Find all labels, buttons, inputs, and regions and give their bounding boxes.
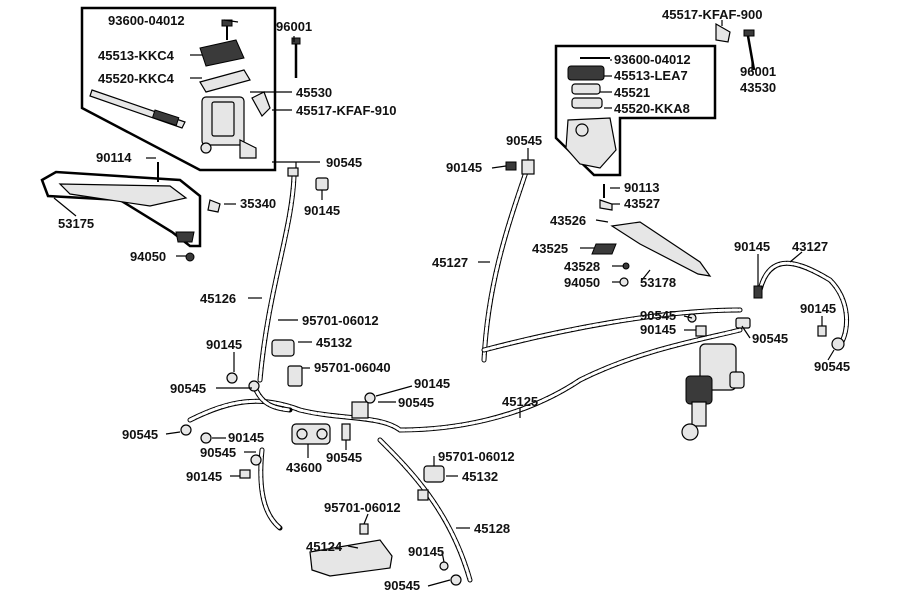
part-label: 45521 xyxy=(614,85,650,100)
part-label: 53178 xyxy=(640,275,676,290)
hardware-parts xyxy=(180,159,845,586)
part-label: 90545 xyxy=(122,427,158,442)
part-label: 43526 xyxy=(550,213,586,228)
part-label: 45520-KKC4 xyxy=(98,71,175,86)
part-label: 94050 xyxy=(130,249,166,264)
part-label: 45132 xyxy=(316,335,352,350)
part-label: 93600-04012 xyxy=(108,13,185,28)
brake-hoses xyxy=(187,169,850,583)
part-label: 45124 xyxy=(306,539,343,554)
part-label: 45520-KKA8 xyxy=(614,101,690,116)
part-label: 94050 xyxy=(564,275,600,290)
part-labels: 93600-04012 96001 45513-KKC4 45520-KKC4 … xyxy=(58,7,850,593)
part-label: 90114 xyxy=(96,150,132,165)
part-label: 43525 xyxy=(532,241,568,256)
part-label: 90145 xyxy=(640,322,676,337)
part-label: 43127 xyxy=(792,239,828,254)
part-label: 96001 xyxy=(276,19,312,34)
part-label: 45125 xyxy=(502,394,538,409)
part-label: 90145 xyxy=(304,203,340,218)
part-label: 45513-LEA7 xyxy=(614,68,688,83)
part-label: 90145 xyxy=(734,239,770,254)
part-label: 90545 xyxy=(170,381,206,396)
part-label: 90145 xyxy=(228,430,264,445)
part-label: 45128 xyxy=(474,521,510,536)
part-label: 43600 xyxy=(286,460,322,475)
part-label: 45132 xyxy=(462,469,498,484)
part-label: 45517-KFAF-900 xyxy=(662,7,762,22)
part-label: 90545 xyxy=(506,133,542,148)
part-label: 90545 xyxy=(384,578,420,593)
part-label: 90145 xyxy=(446,160,482,175)
part-label: 96001 xyxy=(740,64,776,79)
part-label: 90145 xyxy=(414,376,450,391)
part-label: 90545 xyxy=(814,359,850,374)
part-label: 90145 xyxy=(408,544,444,559)
part-label: 43530 xyxy=(740,80,776,95)
part-label: 45127 xyxy=(432,255,468,270)
part-label: 95701-06012 xyxy=(324,500,401,515)
part-label: 93600-04012 xyxy=(614,52,691,67)
part-label: 53175 xyxy=(58,216,94,231)
part-label: 90545 xyxy=(398,395,434,410)
left-brake-lever xyxy=(40,162,221,262)
part-label: 43527 xyxy=(624,196,660,211)
part-label: 95701-06012 xyxy=(438,449,515,464)
part-label: 95701-06040 xyxy=(314,360,391,375)
part-label: 90545 xyxy=(326,450,362,465)
part-label: 90145 xyxy=(800,301,836,316)
part-label: 90545 xyxy=(640,308,676,323)
part-label: 90145 xyxy=(186,469,222,484)
part-label: 35340 xyxy=(240,196,276,211)
part-label: 45517-KFAF-910 xyxy=(296,103,396,118)
part-label: 45513-KKC4 xyxy=(98,48,175,63)
leader-lines xyxy=(53,19,835,587)
right-master-cylinder-box xyxy=(554,22,756,177)
right-brake-lever xyxy=(591,184,712,287)
part-label: 95701-06012 xyxy=(302,313,379,328)
part-label: 90145 xyxy=(206,337,242,352)
part-label: 90545 xyxy=(752,331,788,346)
part-label: 45530 xyxy=(296,85,332,100)
part-label: 43528 xyxy=(564,259,600,274)
part-label: 90113 xyxy=(624,180,659,195)
part-label: 90545 xyxy=(326,155,362,170)
left-master-cylinder-box xyxy=(80,6,301,172)
part-label: 90545 xyxy=(200,445,236,460)
part-label: 45126 xyxy=(200,291,236,306)
